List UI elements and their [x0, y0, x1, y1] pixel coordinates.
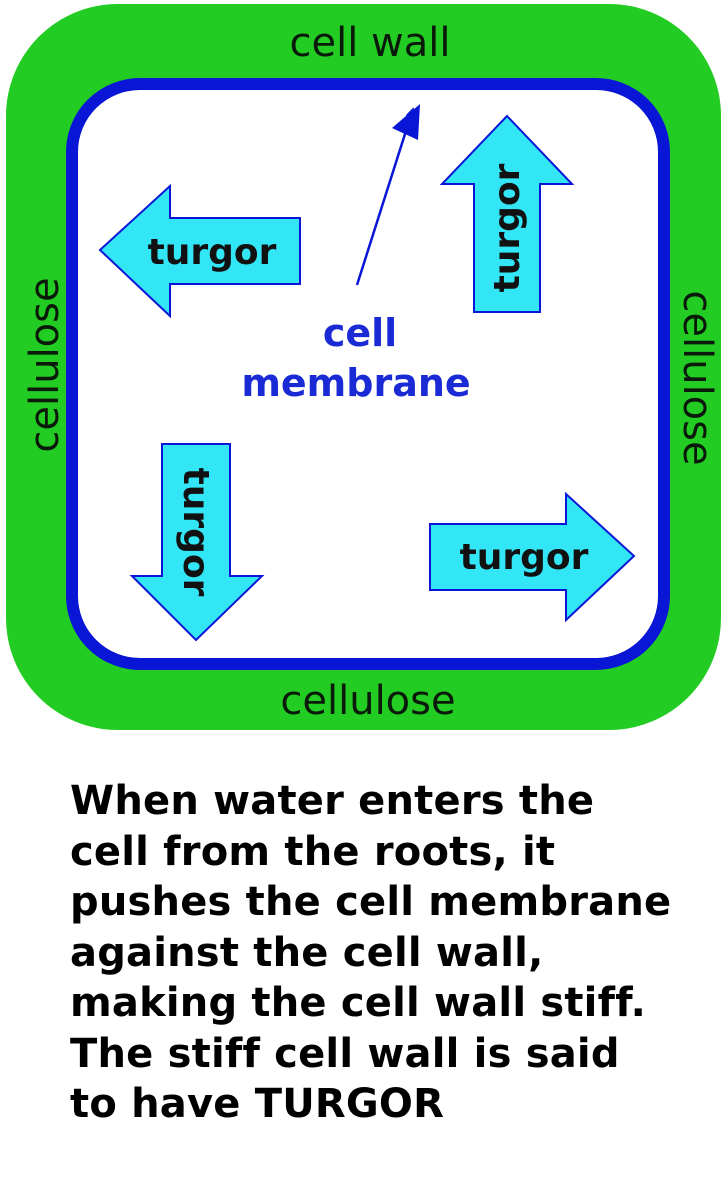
cell-membrane-label-line2: membrane [241, 361, 470, 405]
turgor-explanation: When water enters the cell from the root… [70, 776, 720, 1130]
cellulose-left-label: cellulose [22, 277, 68, 452]
caption-line: against the cell wall, [70, 929, 544, 976]
turgor-arrow-down [129, 443, 265, 642]
turgor-arrow-left [98, 183, 301, 319]
turgor-arrow-down-label: turgor [175, 468, 216, 597]
caption-line: making the cell wall stiff. [70, 980, 647, 1026]
cell-wall-label: cell wall [290, 20, 451, 66]
caption-line: The stiff cell wall is said [70, 1030, 620, 1077]
turgor-arrow-up [439, 114, 575, 313]
cellulose-right-label: cellulose [674, 290, 720, 465]
membrane-pointer-arrow [355, 107, 416, 286]
cellulose-bottom-label: cellulose [280, 678, 455, 724]
turgor-arrow-right-label: turgor [460, 537, 589, 578]
cell-membrane-label-line1: cell [323, 311, 397, 355]
turgor-arrow-up-label: turgor [487, 163, 528, 292]
turgor-arrow-right [429, 491, 636, 623]
turgor-diagram: cell wall cellulose cellulose cellulose … [6, 4, 721, 730]
caption-line: cell from the roots, it [70, 828, 556, 875]
caption-line: pushes the cell membrane [70, 879, 672, 925]
caption-line: When water enters the [70, 778, 595, 824]
caption-line: to have TURGOR [70, 1081, 445, 1127]
membrane-pointer-arrowhead [392, 104, 420, 140]
cell-membrane [66, 78, 670, 670]
turgor-arrow-left-label: turgor [148, 232, 277, 273]
